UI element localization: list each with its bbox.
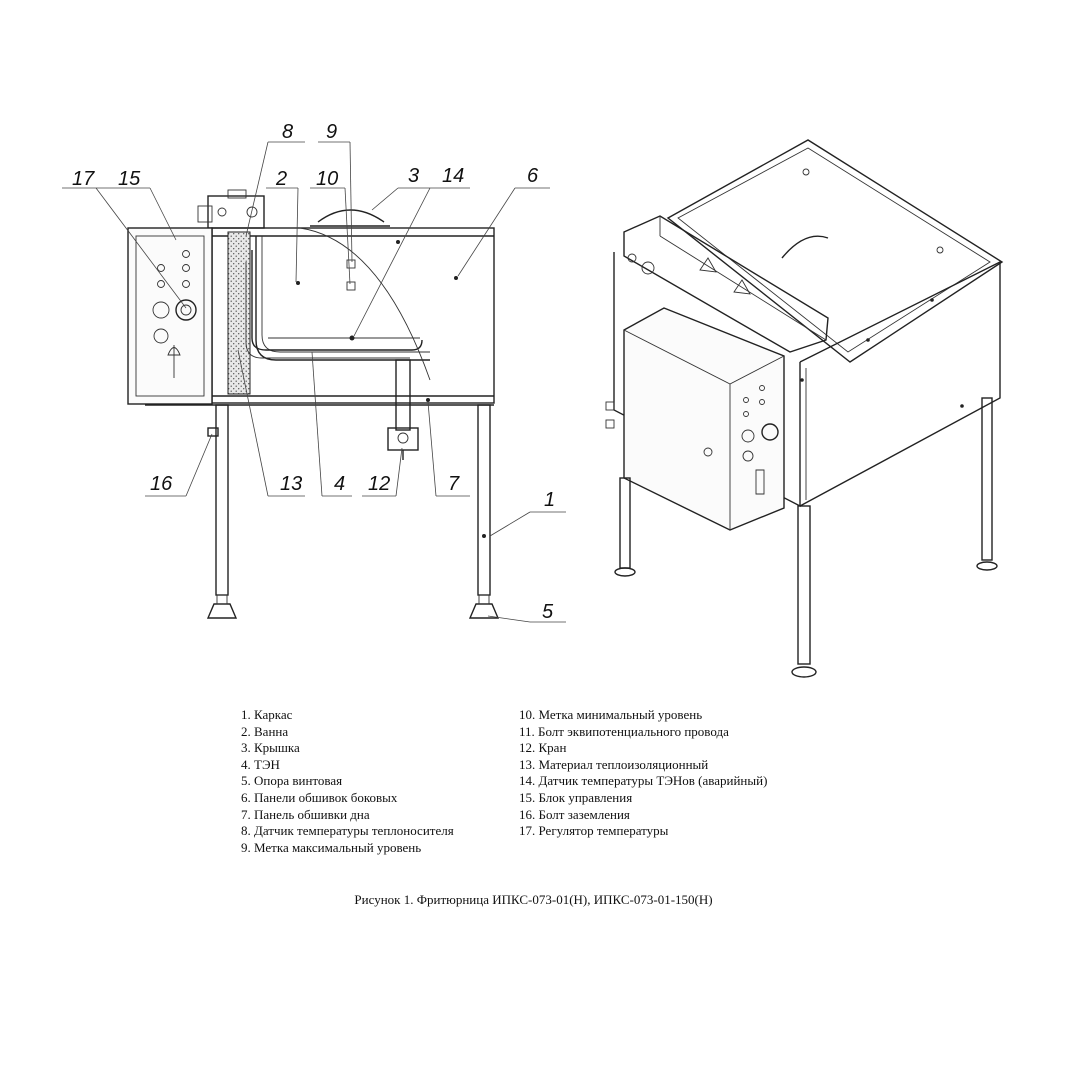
callout-4: 4 — [334, 473, 345, 495]
legend-left: 1. Каркас 2. Ванна 3. Крышка 4. ТЭН 5. О… — [241, 707, 454, 856]
callout-14: 14 — [442, 165, 464, 187]
callout-1: 1 — [544, 489, 555, 511]
control-box — [127, 227, 213, 405]
legend-item: 1. Каркас — [241, 707, 293, 722]
legend-item: 14. Датчик температуры ТЭНов (аварийный) — [519, 773, 768, 789]
screw-foot-left — [206, 603, 238, 619]
legend-item: 8. Датчик температуры теплоносителя — [241, 823, 454, 839]
legend-item: 10. Метка минимальный уровень — [519, 707, 703, 722]
callout-2: 2 — [275, 168, 287, 190]
legend-item: 5. Опора винтовая — [241, 773, 343, 789]
callout-9: 9 — [326, 121, 337, 143]
isometric-view — [605, 139, 1004, 678]
callout-12: 12 — [368, 473, 390, 495]
legend-item: 17. Регулятор температуры — [519, 823, 669, 839]
legend-item: 15. Блок управления — [519, 789, 633, 805]
iso-control-box — [623, 307, 785, 531]
legend-item: 4. ТЭН — [241, 756, 280, 772]
frame-leg-right — [477, 404, 491, 596]
side-panel — [211, 227, 495, 404]
callout-6: 6 — [527, 165, 539, 187]
screw-foot-right — [468, 603, 500, 619]
legend-item: 12. Кран — [519, 740, 567, 756]
callout-16: 16 — [150, 473, 173, 495]
legend-item: 13. Материал теплоизоляционный — [519, 756, 709, 772]
legend-item: 6. Панели обшивок боковых — [241, 789, 398, 805]
section-view — [127, 189, 500, 619]
legend-item: 9. Метка максимальный уровень — [241, 839, 422, 855]
callout-17: 17 — [72, 168, 95, 190]
iso-lid-handle — [781, 235, 829, 259]
callout-15: 15 — [118, 168, 141, 190]
legend-item: 11. Болт эквипотенциального провода — [519, 723, 729, 739]
legend-item: 2. Ванна — [241, 723, 289, 739]
legend-item: 3. Крышка — [241, 740, 300, 756]
callout-13: 13 — [280, 473, 302, 495]
callout-5: 5 — [542, 601, 554, 623]
leader-lines — [62, 141, 566, 623]
iso-leg-front-right — [797, 505, 811, 665]
iso-leg-back-right — [981, 397, 993, 561]
lid-handle — [317, 209, 385, 223]
heater-element — [251, 250, 423, 351]
callout-10: 10 — [316, 168, 338, 190]
iso-right-face — [799, 260, 1001, 507]
thermostat-knob — [175, 299, 197, 321]
fryer-technical-drawing: 17 15 8 9 2 10 3 14 6 16 13 4 12 7 1 5 — [62, 121, 1004, 678]
iso-thermostat-knob — [761, 423, 779, 441]
legend-item: 7. Панель обшивки дна — [241, 806, 370, 822]
legend-right: 10. Метка минимальный уровень 11. Болт э… — [519, 707, 767, 840]
callout-labels: 17 15 8 9 2 10 3 14 6 16 13 4 12 7 1 5 — [72, 121, 555, 623]
iso-leg-front-left — [619, 477, 631, 569]
iso-top-surface — [666, 139, 1004, 363]
legend-item: 16. Болт заземления — [519, 806, 630, 822]
figure-caption: Рисунок 1. Фритюрница ИПКС-073-01(Н), ИП… — [354, 892, 713, 907]
insulation — [227, 231, 251, 395]
callout-8: 8 — [282, 121, 293, 143]
drain-tap — [395, 359, 411, 431]
callout-7: 7 — [448, 473, 460, 495]
callout-3: 3 — [408, 165, 419, 187]
ground-bolt — [207, 427, 219, 437]
